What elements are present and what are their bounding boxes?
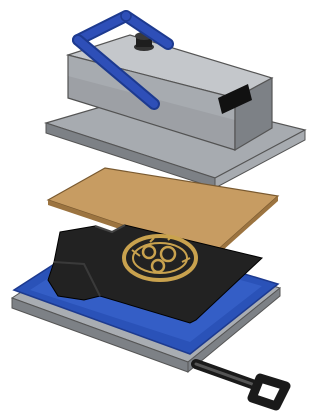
slide-out-handle-icon — [196, 364, 286, 406]
heat-press-upper-platen-icon — [46, 35, 305, 188]
